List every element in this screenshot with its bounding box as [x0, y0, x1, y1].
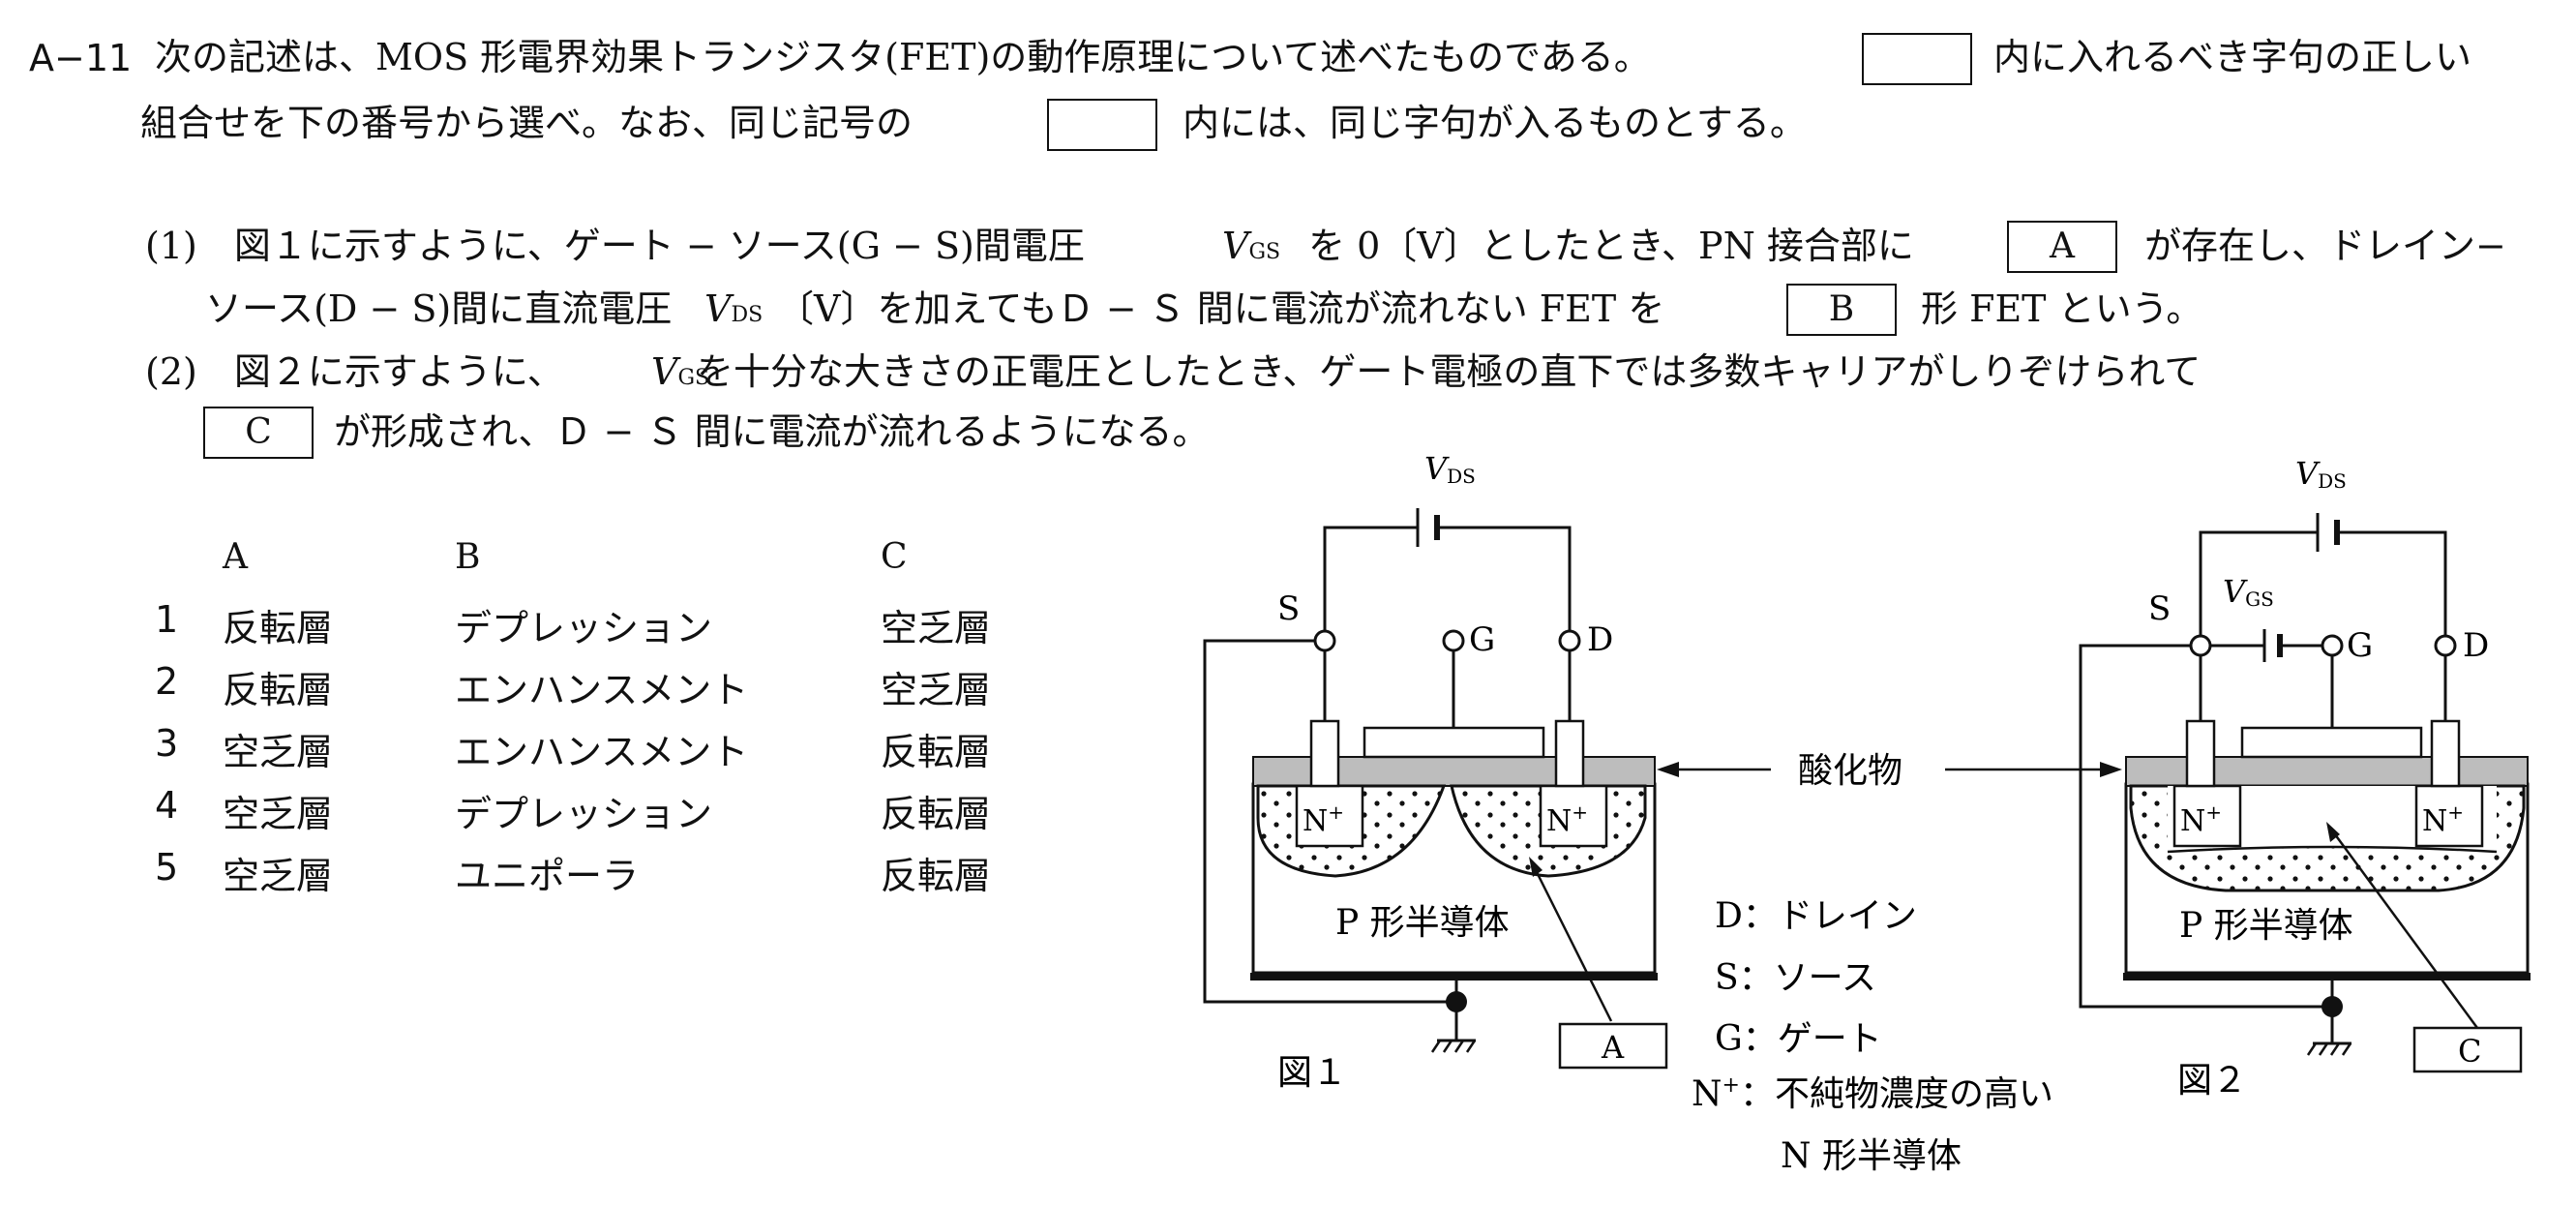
gate-electrode-2: [2240, 726, 2423, 759]
gate-electrode-1: [1363, 726, 1545, 759]
inversion-layer-2: [2167, 845, 2498, 854]
item1-text-e: 〔V〕を加えてもＤ − Ｓ 間に電流が流れない FET を: [777, 287, 1665, 330]
answer-box-a: A: [2007, 221, 2117, 273]
header-b: B: [455, 537, 481, 577]
g-label-1: G: [1469, 620, 1495, 659]
item1-text-d: ソース(D − S)間に直流電圧: [205, 287, 673, 330]
choice-cell-b: エンハンスメント: [455, 731, 749, 773]
answer-box-c: C: [203, 407, 314, 459]
drain-contact-1: [1554, 719, 1585, 788]
drain-contact-2: [2430, 719, 2461, 788]
choice-cell-c: 空乏層: [881, 607, 992, 649]
source-terminal-2: [2189, 634, 2212, 657]
figure-2: [2079, 513, 2531, 1056]
item2-text-a: (2) 図２に示すように、: [145, 350, 564, 393]
vgs-symbol: VGS: [1222, 225, 1281, 267]
answer-box-b: B: [1786, 284, 1897, 336]
choice-cell-c: 空乏層: [881, 669, 992, 711]
choice-cell-a: 空乏層: [223, 793, 334, 835]
legend-gate: G：ゲート: [1715, 1019, 1882, 1059]
choice-cell-a: 空乏層: [223, 731, 334, 773]
legend-drain: D：ドレイン: [1715, 896, 1917, 936]
choice-cell-b: ユニポーラ: [455, 855, 640, 897]
s-label-2: S: [2148, 589, 2171, 628]
figure-1-caption: 図１: [1277, 1053, 1347, 1093]
choice-cell-c: 反転層: [881, 793, 992, 835]
oxide-arrow-right: [2100, 762, 2122, 777]
figure-label-box-c: [2412, 1026, 2523, 1073]
d-label-2: D: [2463, 626, 2489, 665]
n-plus-drain-2: [2414, 784, 2484, 848]
figure-2-caption: 図２: [2177, 1061, 2247, 1101]
drain-terminal-2: [2434, 634, 2457, 657]
vgs-symbol: VGS: [651, 350, 710, 393]
d-label-1: D: [1587, 620, 1613, 659]
source-terminal-1: [1313, 629, 1336, 652]
item1-text-c: が存在し、ドレイン−: [2144, 225, 2506, 267]
question-number: A−11: [29, 37, 133, 79]
item2-text-b: を十分な大きさの正電圧としたとき、ゲート電極の直下では多数キャリアがしりぞけられ…: [697, 350, 2202, 393]
figure-label-c: C: [2458, 1033, 2481, 1070]
choice-cell-b: デプレッション: [455, 793, 713, 835]
header-a: A: [223, 537, 248, 577]
figure-label-a: A: [1601, 1029, 1625, 1066]
ground-node-1: [1446, 991, 1467, 1012]
vds-label-1: VDS: [1424, 450, 1476, 488]
vgs-label-2: VGS: [2223, 573, 2274, 611]
item1-text-a: (1) 図１に示すように、ゲート − ソース(G − S)間電圧: [145, 225, 1085, 267]
choice-cell-b: エンハンスメント: [455, 669, 749, 711]
ground-icon: [1430, 1039, 1477, 1053]
choice-cell-b: デプレッション: [455, 607, 713, 649]
gate-terminal-2: [2321, 634, 2344, 657]
n-plus-source-2: [2172, 784, 2242, 848]
question-line2: 組合せを下の番号から選べ。なお、同じ記号の: [140, 102, 914, 144]
choice-cell-c: 反転層: [881, 855, 992, 897]
arrow-head-a: [1529, 857, 1543, 877]
question-line1: 次の記述は、MOS 形電界効果トランジスタ(FET)の動作原理について述べたもの…: [155, 36, 1651, 78]
choice-cell-a: 反転層: [223, 669, 334, 711]
header-c: C: [881, 537, 908, 577]
blank-box: [1862, 33, 1972, 85]
vds-label-2: VDS: [2295, 455, 2347, 493]
source-contact-1: [1309, 719, 1340, 788]
ground-icon: [2306, 1041, 2352, 1056]
n-plus-label: N+: [2422, 800, 2464, 838]
oxide-label: 酸化物: [1798, 751, 1902, 791]
g-label-2: G: [2347, 626, 2373, 665]
legend-source: S：ソース: [1715, 958, 1876, 998]
choice-cell-c: 反転層: [881, 731, 992, 773]
item1-text-f: 形 FET という。: [1921, 287, 2203, 330]
legend-nplus-2: N 形半導体: [1781, 1136, 1962, 1176]
oxide-arrow-left: [1657, 762, 1679, 777]
item2-text-c: が形成され、Ｄ − Ｓ 間に電流が流れるようになる。: [334, 410, 1210, 453]
vds-symbol: VDS: [704, 287, 764, 330]
choice-number: 5: [155, 846, 179, 889]
choice-number: 3: [155, 722, 179, 765]
p-substrate-label-1: P 形半導体: [1335, 903, 1510, 943]
n-plus-label: N+: [1546, 800, 1588, 838]
blank-box: [1047, 99, 1157, 151]
p-substrate-label-2: P 形半導体: [2179, 906, 2353, 946]
item1-text-b: を 0〔V〕としたとき、PN 接合部に: [1308, 225, 1914, 267]
choice-number: 2: [155, 660, 179, 703]
n-plus-label: N+: [2180, 800, 2222, 838]
arrow-head-c: [2326, 822, 2340, 842]
drain-terminal-1: [1558, 629, 1581, 652]
gate-terminal-1: [1442, 629, 1465, 652]
choice-number: 1: [155, 598, 179, 641]
figure-label-box-a: [1558, 1022, 1668, 1070]
source-contact-2: [2185, 719, 2216, 788]
question-line2b: 内には、同じ字句が入るものとする。: [1183, 102, 1807, 144]
choice-cell-a: 反転層: [223, 607, 334, 649]
ground-node-2: [2321, 996, 2343, 1017]
n-plus-label: N+: [1303, 800, 1344, 838]
legend-nplus: N+：不純物濃度の高い: [1692, 1073, 2053, 1114]
figure-1: [1203, 508, 1658, 1053]
s-label-1: S: [1277, 589, 1300, 628]
choice-number: 4: [155, 784, 179, 827]
question-line1b: 内に入れるべき字句の正しい: [1993, 36, 2472, 78]
choice-cell-a: 空乏層: [223, 855, 334, 897]
